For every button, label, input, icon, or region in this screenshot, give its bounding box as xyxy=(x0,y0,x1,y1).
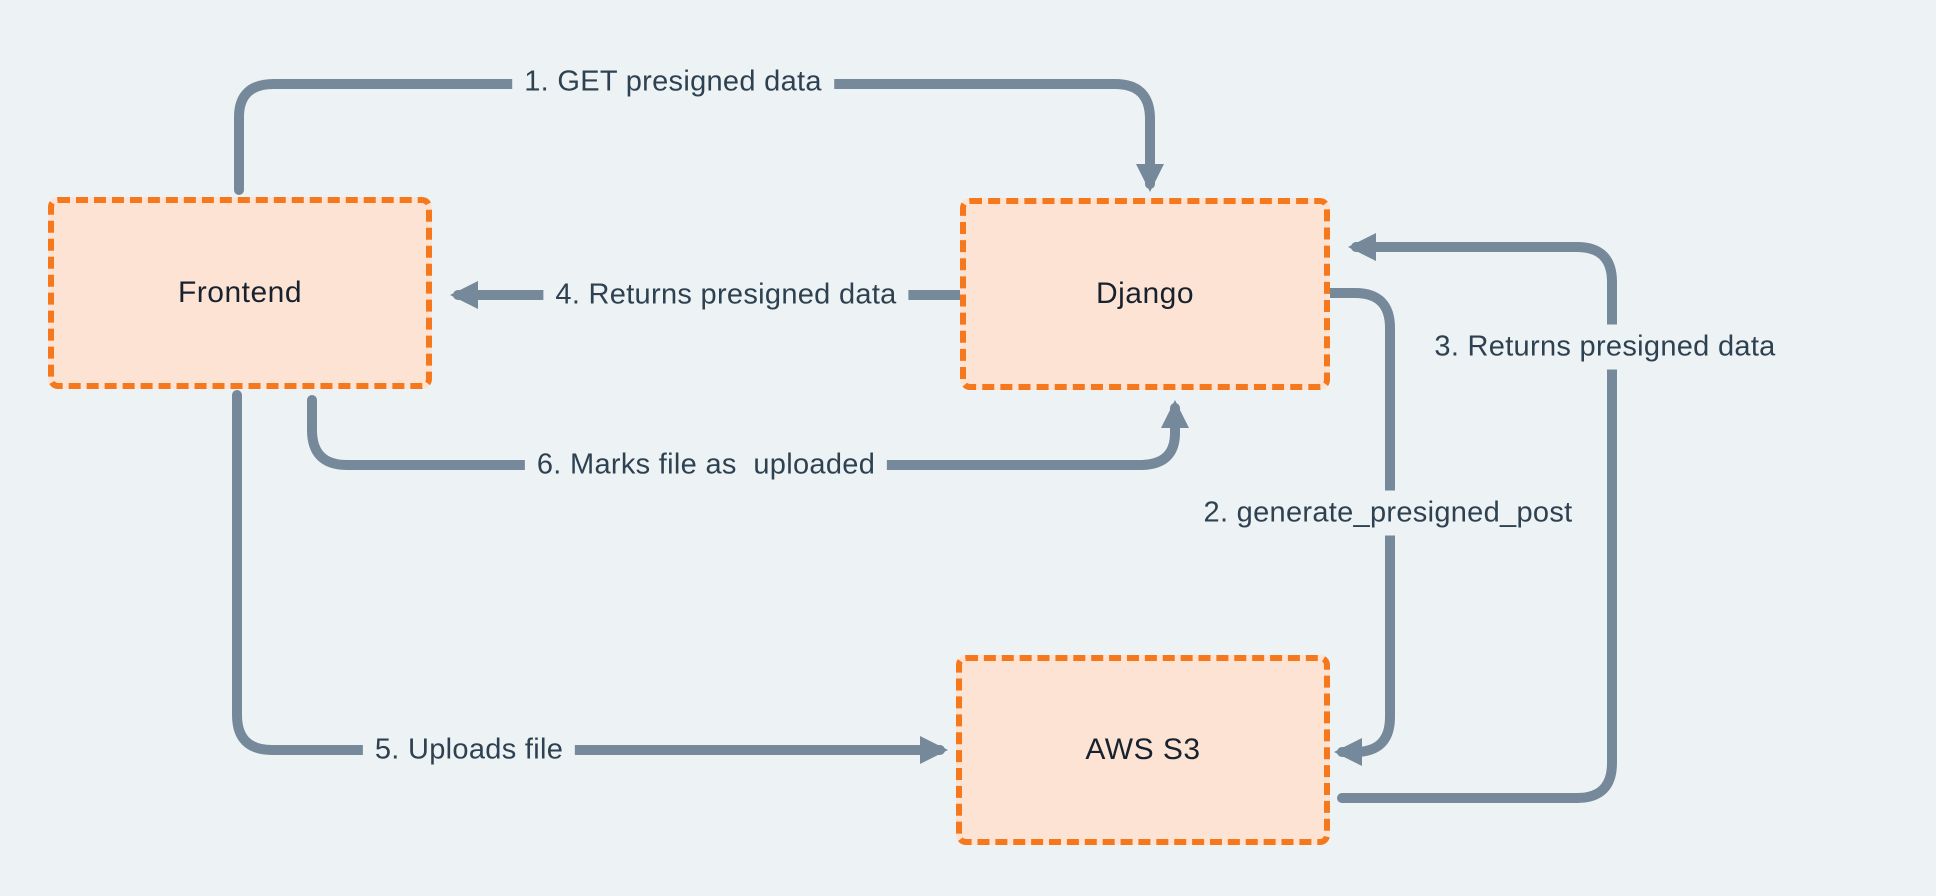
edge-label-3-returns-presigned-data: 3. Returns presigned data xyxy=(1422,324,1788,370)
edge-label-6-marks-file-uploaded: 6. Marks file as uploaded xyxy=(524,442,888,488)
node-aws-s3: AWS S3 xyxy=(956,655,1330,845)
edge-5-uploads-file xyxy=(232,390,948,764)
edge-label-1-get-presigned-data: 1. GET presigned data xyxy=(512,59,834,105)
node-frontend: Frontend xyxy=(48,197,432,389)
edge-label-5-uploads-file: 5. Uploads file xyxy=(362,727,576,773)
edge-3-returns-presigned-data-s3 xyxy=(1337,233,1617,803)
edge-label-2-generate-presigned-post: 2. generate_presigned_post xyxy=(1191,490,1585,536)
edge-label-4-returns-presigned-data: 4. Returns presigned data xyxy=(543,272,909,318)
node-django: Django xyxy=(960,198,1330,390)
node-django-label: Django xyxy=(1095,277,1195,310)
node-aws-s3-label: AWS S3 xyxy=(1085,733,1201,766)
node-frontend-label: Frontend xyxy=(177,276,303,309)
